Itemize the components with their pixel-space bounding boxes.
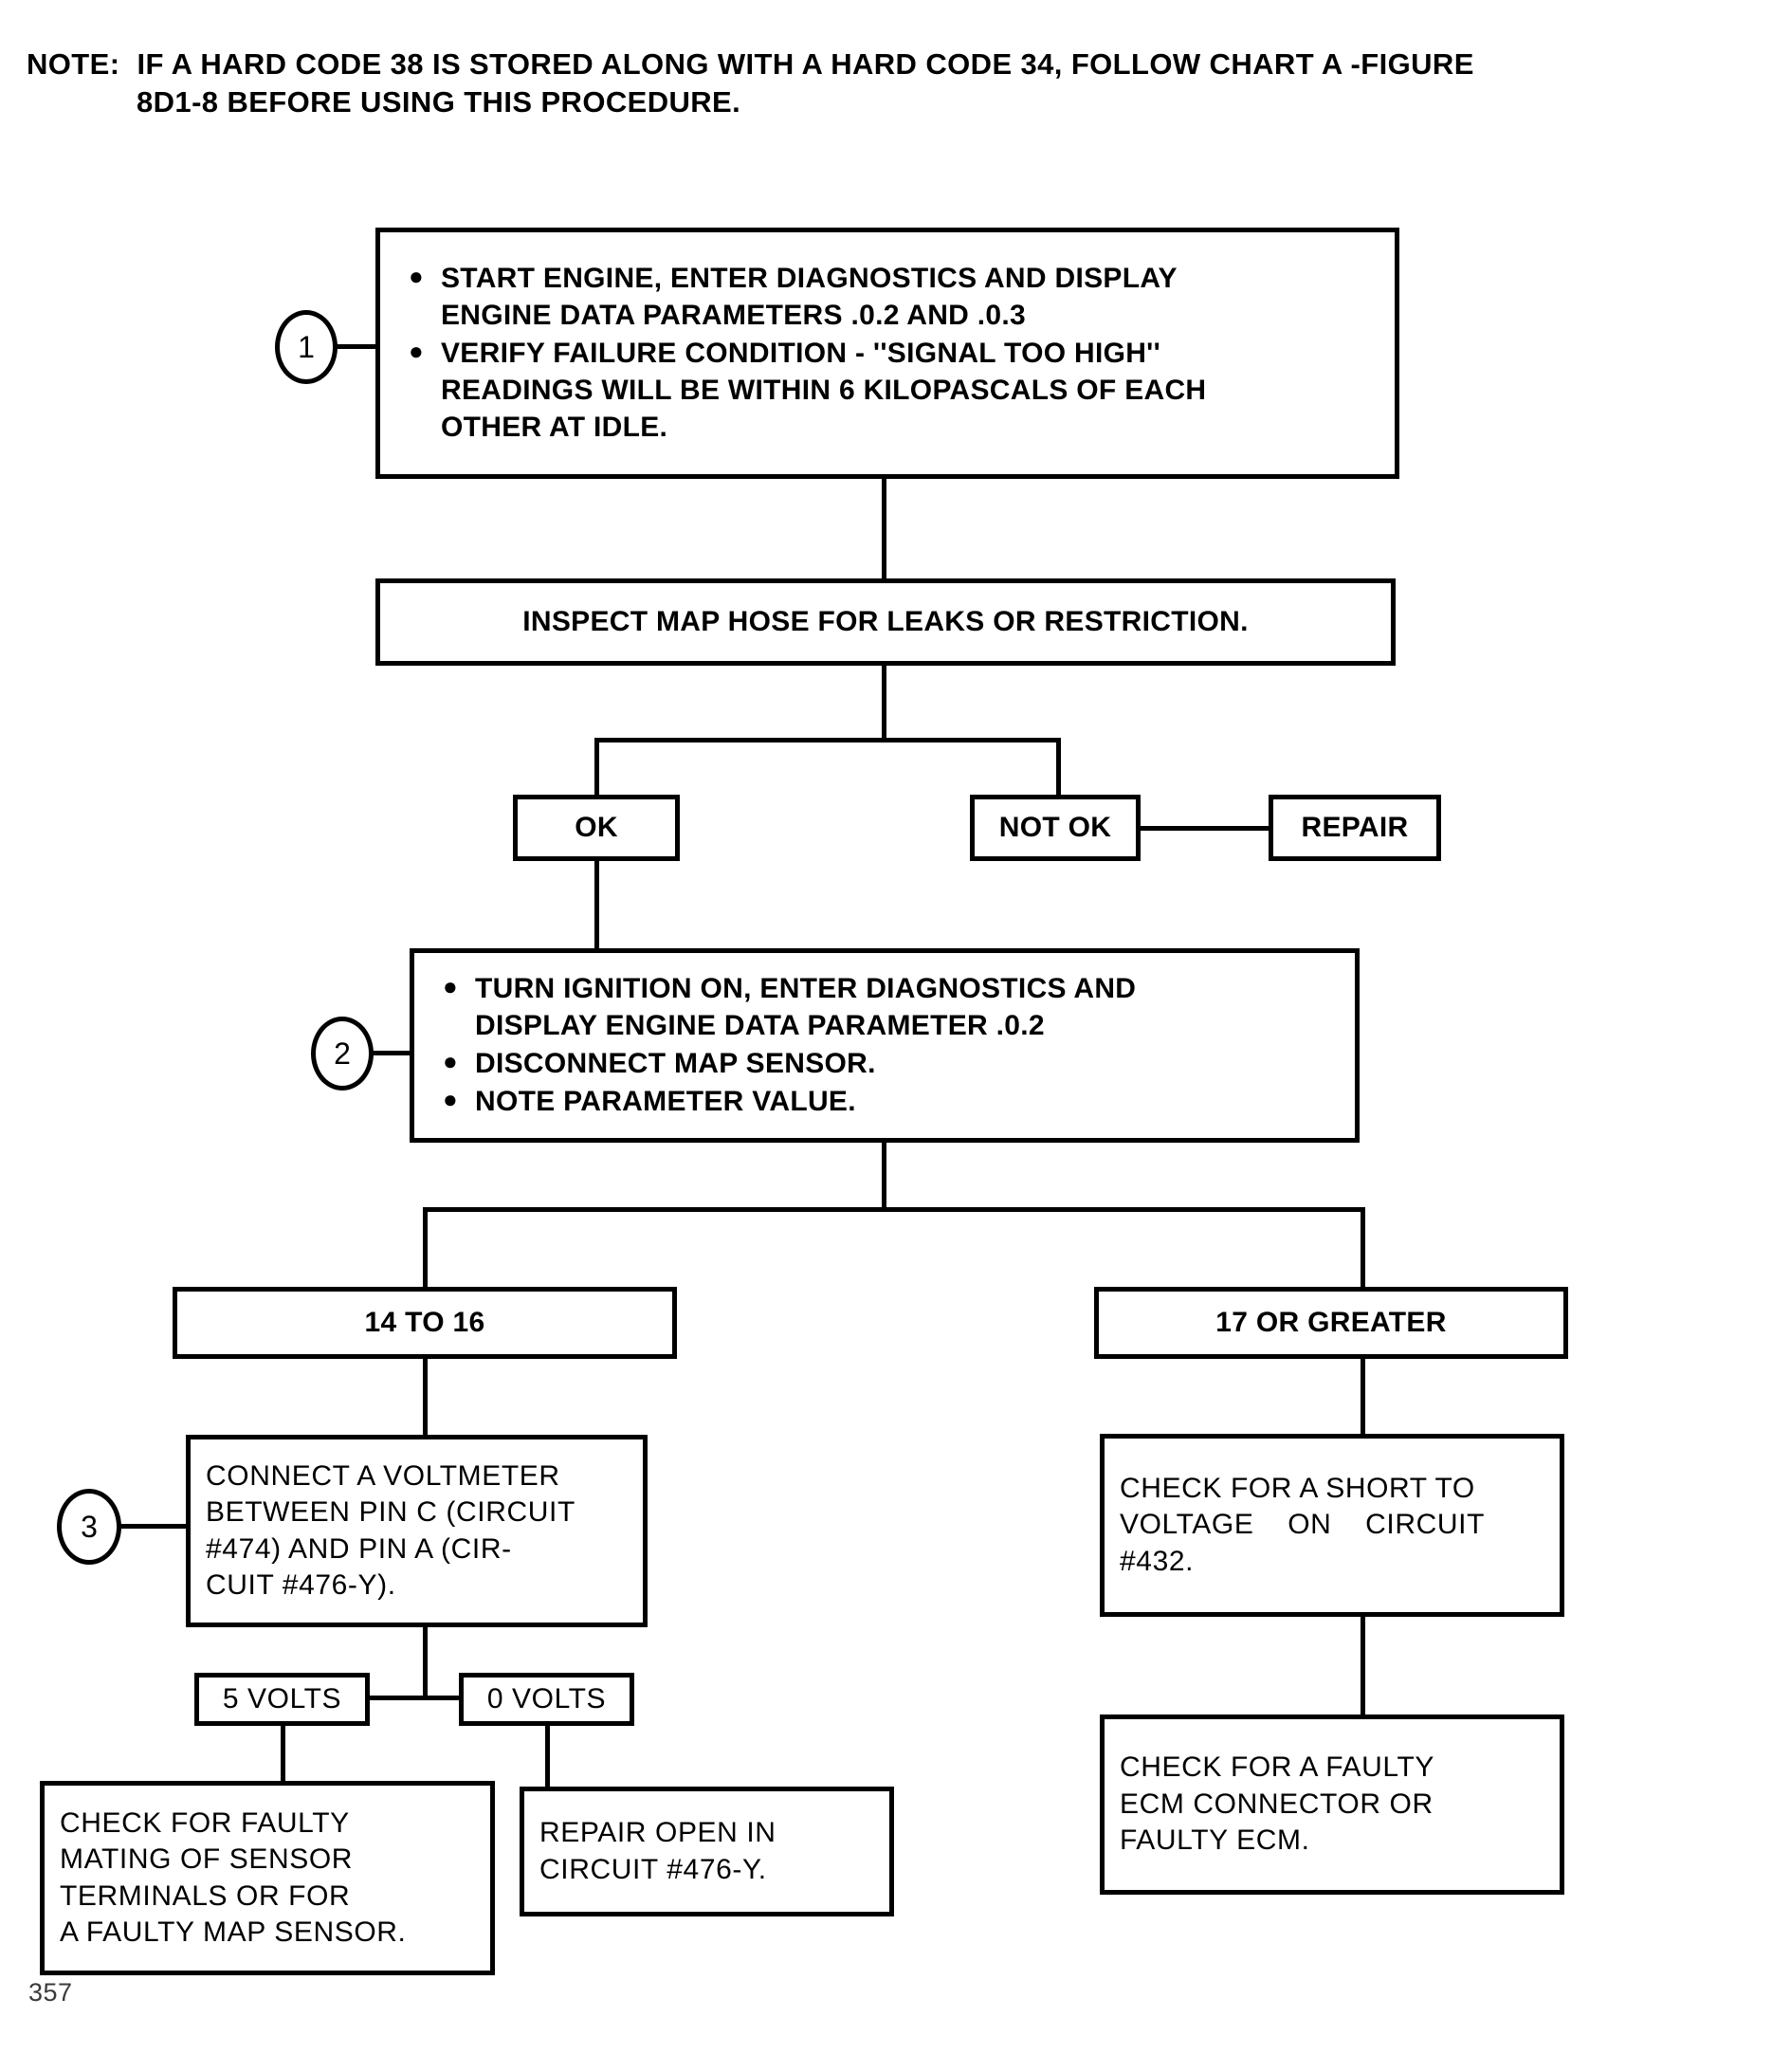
node-ok: OK [513, 795, 680, 861]
node-0-volts-text: 0 VOLTS [486, 1682, 607, 1714]
edge-step1-to-inspect [882, 474, 886, 582]
edge-ok-to-step2 [594, 858, 599, 953]
node-faulty-mating-line-1: CHECK FOR FAULTY [60, 1806, 350, 1839]
node-not-ok: NOT OK [970, 795, 1141, 861]
edge-step2-to-range-high [1361, 1207, 1365, 1291]
node-faulty-mating-line-3: TERMINALS OR FOR [60, 1879, 351, 1912]
bullet-glyph-icon: ● [409, 337, 424, 365]
node-faulty-mating-line-2: MATING OF SENSOR [60, 1843, 354, 1876]
node-short-check-line-1: CHECK FOR A SHORT TO [1120, 1472, 1475, 1504]
node-short-check-line-2: VOLTAGE ON CIRCUIT [1120, 1509, 1485, 1541]
step2-bullet-list: ● TURN IGNITION ON, ENTER DIAGNOSTICS AN… [443, 970, 1342, 1121]
node-inspect-text: INSPECT MAP HOSE FOR LEAKS OR RESTRICTIO… [522, 605, 1249, 637]
bullet-glyph-icon: ● [443, 972, 458, 1000]
page-number: 357 [28, 1978, 73, 2007]
node-5-volts: 5 VOLTS [194, 1673, 370, 1726]
edge-step3-to-v5 [370, 1696, 427, 1700]
node-ok-text: OK [575, 811, 618, 843]
step-marker-1-label: 1 [298, 329, 315, 364]
node-range-low: 14 TO 16 [173, 1287, 677, 1359]
edge-inspect-split-bar [594, 738, 1061, 743]
node-repair-open-line-1: REPAIR OPEN IN [539, 1817, 776, 1849]
node-inspect: INSPECT MAP HOSE FOR LEAKS OR RESTRICTIO… [375, 578, 1396, 666]
node-faulty-mating: CHECK FOR FAULTY MATING OF SENSOR TERMIN… [40, 1781, 495, 1975]
node-not-ok-text: NOT OK [998, 811, 1112, 843]
edge-range-low-to-step3 [423, 1356, 428, 1441]
step-marker-2: 2 [311, 1017, 374, 1091]
connector-step2-marker [370, 1051, 413, 1055]
step1-bullet-list: ● START ENGINE, ENTER DIAGNOSTICS AND DI… [409, 260, 1381, 447]
step-marker-3: 3 [57, 1489, 121, 1565]
note-line-2: 8D1-8 BEFORE USING THIS PROCEDURE. [137, 85, 741, 119]
node-range-high: 17 OR GREATER [1094, 1287, 1568, 1359]
node-0-volts: 0 VOLTS [459, 1673, 634, 1726]
edge-step2-split-bar [423, 1207, 1365, 1212]
node-step1: ● START ENGINE, ENTER DIAGNOSTICS AND DI… [375, 228, 1399, 479]
node-faulty-ecm-line-2: ECM CONNECTOR OR [1120, 1788, 1434, 1820]
edge-inspect-to-ok [594, 738, 599, 798]
node-short-check: CHECK FOR A SHORT TO VOLTAGE ON CIRCUIT … [1100, 1434, 1564, 1617]
step2-bullet-1: ● TURN IGNITION ON, ENTER DIAGNOSTICS AN… [443, 972, 1137, 1041]
edge-inspect-to-notok [1056, 738, 1061, 798]
node-step3-line-2: BETWEEN PIN C (CIRCUIT [206, 1496, 575, 1529]
edge-inspect-drop [882, 661, 886, 743]
step2-bullet-2: ● DISCONNECT MAP SENSOR. [443, 1047, 876, 1079]
step1-bullet-2: ● VERIFY FAILURE CONDITION - ''SIGNAL TO… [409, 337, 1207, 443]
edge-v5-to-faulty-mating [281, 1723, 285, 1785]
connector-step1-marker [334, 344, 379, 349]
edge-step3-drop [423, 1623, 428, 1699]
node-repair: REPAIR [1269, 795, 1441, 861]
note-line-1: NOTE: IF A HARD CODE 38 IS STORED ALONG … [27, 47, 1474, 81]
note-block: NOTE: IF A HARD CODE 38 IS STORED ALONG … [27, 46, 1762, 122]
node-faulty-mating-line-4: A FAULTY MAP SENSOR. [60, 1916, 407, 1948]
node-step3-line-3: #474) AND PIN A (CIR- [206, 1532, 512, 1565]
node-step3-line-4: CUIT #476-Y). [206, 1568, 396, 1601]
node-range-high-text: 17 OR GREATER [1215, 1306, 1447, 1338]
connector-step3-marker [118, 1524, 190, 1529]
node-faulty-ecm: CHECK FOR A FAULTY ECM CONNECTOR OR FAUL… [1100, 1714, 1564, 1895]
edge-short-check-to-faulty-ecm [1361, 1614, 1365, 1718]
node-repair-open: REPAIR OPEN IN CIRCUIT #476-Y. [520, 1787, 894, 1916]
node-5-volts-text: 5 VOLTS [222, 1682, 342, 1714]
node-step2: ● TURN IGNITION ON, ENTER DIAGNOSTICS AN… [410, 948, 1360, 1143]
step-marker-1: 1 [275, 310, 338, 384]
edge-step2-to-range-low [423, 1207, 428, 1291]
node-repair-open-line-2: CIRCUIT #476-Y. [539, 1853, 767, 1885]
bullet-glyph-icon: ● [443, 1085, 458, 1113]
bullet-glyph-icon: ● [409, 262, 424, 290]
bullet-glyph-icon: ● [443, 1047, 458, 1075]
node-step3: CONNECT A VOLTMETER BETWEEN PIN C (CIRCU… [186, 1435, 648, 1627]
edge-range-high-to-short-check [1361, 1356, 1365, 1436]
edge-notok-to-repair [1138, 826, 1272, 831]
step-marker-3-label: 3 [81, 1509, 98, 1544]
edge-step3-to-v0 [423, 1696, 482, 1700]
node-repair-text: REPAIR [1301, 811, 1409, 843]
step2-bullet-3: ● NOTE PARAMETER VALUE. [443, 1085, 856, 1117]
edge-v0-to-repair-open [545, 1723, 550, 1789]
node-short-check-line-3: #432. [1120, 1545, 1195, 1577]
step-marker-2-label: 2 [334, 1036, 351, 1071]
node-range-low-text: 14 TO 16 [364, 1306, 485, 1338]
node-faulty-ecm-line-1: CHECK FOR A FAULTY [1120, 1751, 1434, 1784]
node-faulty-ecm-line-3: FAULTY ECM. [1120, 1824, 1310, 1857]
node-step3-line-1: CONNECT A VOLTMETER [206, 1459, 560, 1492]
edge-step2-drop [882, 1138, 886, 1212]
step1-bullet-1: ● START ENGINE, ENTER DIAGNOSTICS AND DI… [409, 262, 1178, 331]
